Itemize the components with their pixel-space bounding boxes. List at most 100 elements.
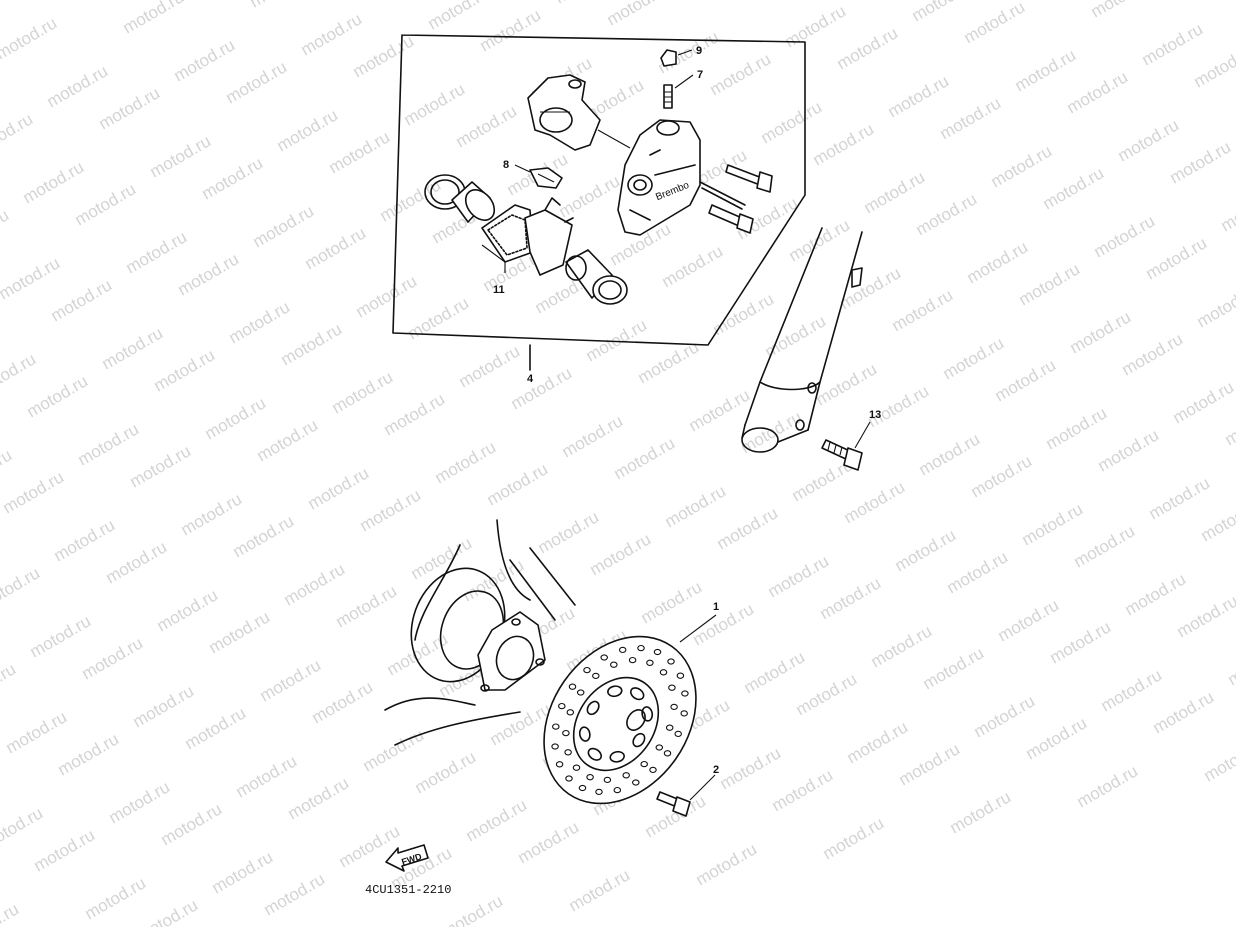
watermark-text: motod.ru — [106, 777, 174, 827]
watermark-text: motod.ru — [333, 581, 401, 631]
watermark-text: motod.ru — [1167, 137, 1235, 187]
watermark-text: motod.ru — [968, 451, 1036, 501]
watermark-text: motod.ru — [817, 573, 885, 623]
watermark-text: motod.ru — [199, 153, 267, 203]
watermark-text: motod.ru — [130, 681, 198, 731]
watermark-text: motod.ru — [1225, 639, 1236, 689]
watermark-text: motod.ru — [96, 83, 164, 133]
watermark-text: motod.ru — [920, 643, 988, 693]
watermark-text: motod.ru — [841, 477, 909, 527]
watermark-text: motod.ru — [861, 167, 929, 217]
watermark-text: motod.ru — [274, 105, 342, 155]
watermark-text: motod.ru — [896, 739, 964, 789]
watermark-text: motod.ru — [944, 547, 1012, 597]
disc-bolt — [656, 791, 691, 817]
disc-hole — [592, 672, 600, 680]
disc-hole — [670, 703, 678, 711]
disc-hole — [676, 672, 685, 679]
watermark-text: motod.ru — [813, 359, 881, 409]
watermark-text: motod.ru — [134, 895, 202, 927]
pad-spring — [529, 167, 563, 189]
watermark-text: motod.ru — [1091, 211, 1159, 261]
watermark-text: motod.ru — [123, 227, 191, 277]
watermark-text: motod.ru — [0, 659, 19, 709]
watermark-text: motod.ru — [0, 13, 60, 63]
callout-1: 1 — [713, 601, 719, 613]
watermark-text: motod.ru — [175, 249, 243, 299]
watermark-text: motod.ru — [226, 297, 294, 347]
watermark-text: motod.ru — [103, 537, 171, 587]
watermark-text: motod.ru — [0, 0, 9, 15]
disc-hole — [558, 702, 566, 710]
disc-hole — [586, 774, 594, 781]
watermark-text: motod.ru — [0, 899, 22, 927]
watermark-text: motod.ru — [151, 345, 219, 395]
disc-hole — [551, 743, 559, 750]
watermark-text: motod.ru — [885, 71, 953, 121]
watermark-text: motod.ru — [147, 131, 215, 181]
watermark-text: motod.ru — [305, 463, 373, 513]
watermark-text: motod.ru — [940, 333, 1008, 383]
watermark-text: motod.ru — [202, 393, 270, 443]
watermark-text: motod.ru — [1088, 0, 1156, 21]
watermark-text: motod.ru — [731, 0, 799, 3]
watermark-text: motod.ru — [810, 119, 878, 169]
bleed-screw-cap — [660, 49, 677, 67]
disc-hole — [564, 749, 572, 756]
callout-4: 4 — [527, 373, 534, 385]
watermark-text: motod.ru — [230, 511, 298, 561]
watermark-text: motod.ru — [820, 813, 888, 863]
watermark-text: motod.ru — [844, 717, 912, 767]
watermark-text: motod.ru — [1012, 45, 1080, 95]
watermark-text: motod.ru — [51, 515, 119, 565]
watermark-text: motod.ru — [947, 787, 1015, 837]
caliper-assembly-frame — [392, 34, 806, 371]
disc-carrier-slot — [578, 726, 591, 742]
watermark-text: motod.ru — [250, 201, 318, 251]
watermark-text: motod.ru — [1064, 67, 1132, 117]
watermark-text: motod.ru — [515, 817, 583, 867]
watermark-text: motod.ru — [353, 271, 421, 321]
watermark-text: motod.ru — [463, 795, 531, 845]
disc-hole — [628, 656, 637, 664]
watermark-text: motod.ru — [302, 223, 370, 273]
watermark-text: motod.ru — [782, 1, 850, 51]
watermark-text: motod.ru — [178, 489, 246, 539]
disc-carrier-slot — [607, 685, 623, 698]
watermark-text: motod.ru — [865, 381, 933, 431]
watermark-text: motod.ru — [381, 389, 449, 439]
watermark-text: motod.ru — [707, 49, 775, 99]
watermark-text: motod.ru — [1067, 307, 1135, 357]
watermark-text: motod.ru — [206, 607, 274, 657]
caliper-body: Brembo — [617, 119, 701, 236]
callout-7: 7 — [697, 69, 703, 81]
watermark-text: motod.ru — [456, 341, 524, 391]
fork-leg — [741, 227, 863, 453]
disc-hole — [632, 779, 640, 786]
watermark-text: motod.ru — [223, 57, 291, 107]
watermark-text: motod.ru — [1146, 473, 1214, 523]
watermark-text: motod.ru — [72, 179, 140, 229]
watermark-text: motod.ru — [401, 79, 469, 129]
watermark-text: motod.ru — [714, 503, 782, 553]
watermark-text: motod.ru — [659, 241, 727, 291]
disc-hole — [565, 775, 573, 782]
watermark-text: motod.ru — [1019, 499, 1087, 549]
disc-hole — [680, 710, 688, 717]
disc-hole — [583, 666, 591, 674]
watermark-text: motod.ru — [360, 725, 428, 775]
watermark-text: motod.ru — [20, 157, 88, 207]
watermark-text: motod.ru — [261, 869, 329, 919]
watermark-text: motod.ru — [281, 559, 349, 609]
brake-disc — [543, 635, 697, 805]
watermark-text: motod.ru — [1222, 399, 1236, 449]
watermark-text: motod.ru — [1122, 569, 1190, 619]
watermark-text: motod.ru — [432, 437, 500, 487]
watermark-text: motod.ru — [1143, 233, 1211, 283]
watermark-text: motod.ru — [75, 419, 143, 469]
disc-hole — [665, 724, 674, 731]
watermark-text: motod.ru — [1023, 713, 1091, 763]
disc-hole — [646, 659, 654, 666]
disc-hole — [555, 761, 564, 768]
